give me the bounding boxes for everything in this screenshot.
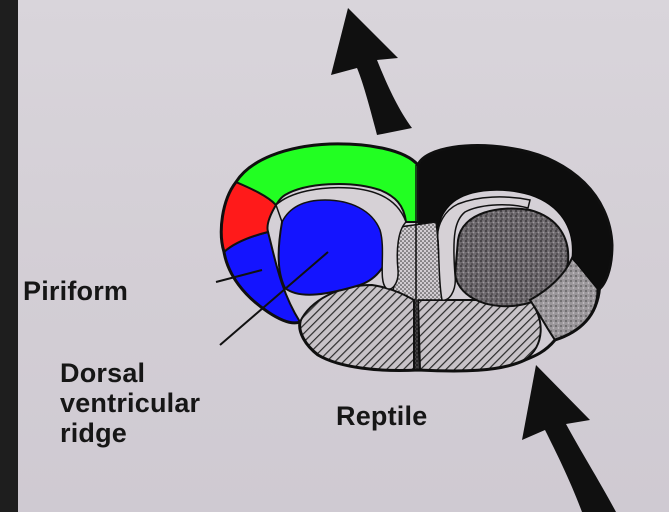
arrow-up-bottom-icon xyxy=(522,365,616,512)
dorsal-ventricular-ridge-label: Dorsal ventricular ridge xyxy=(60,358,200,448)
dvr-label-line-2: ventricular xyxy=(60,388,200,418)
arrow-up-icon xyxy=(331,8,412,135)
left-striatum-region xyxy=(300,285,414,370)
piriform-label: Piriform xyxy=(23,276,128,306)
reptile-label: Reptile xyxy=(336,401,427,431)
dvr-label-line-1: Dorsal xyxy=(60,358,200,388)
dvr-label-line-3: ridge xyxy=(60,418,200,448)
